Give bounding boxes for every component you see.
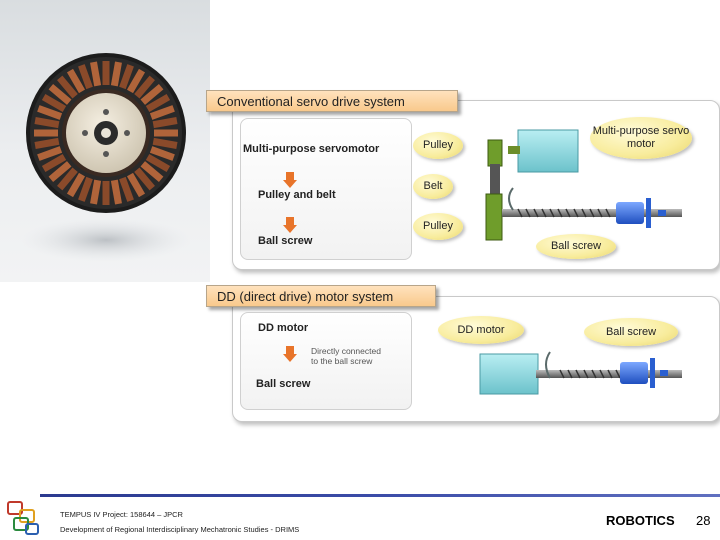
flow-pulley-belt: Pulley and belt (258, 189, 336, 201)
thread-mark (565, 208, 571, 218)
stator-coil (34, 117, 60, 129)
stator-coil (149, 105, 175, 120)
callout-dd-motor: DD motor (438, 316, 524, 344)
dd-note: Directly connected to the ball screw (311, 346, 381, 366)
stator-coil (57, 167, 78, 191)
thread-mark (607, 369, 613, 379)
stator-coil (126, 172, 146, 198)
stator-image (21, 53, 191, 262)
stator-coil (41, 93, 67, 113)
thread-mark (549, 208, 555, 218)
ball-screw-nut (616, 202, 644, 224)
stator-coil (37, 105, 63, 120)
flow-arrow-icon (283, 217, 297, 233)
stator-coil (110, 179, 122, 205)
thread-mark (583, 369, 589, 379)
stator-coil (149, 146, 175, 161)
callout-belt: Belt (413, 174, 453, 199)
thread-mark (575, 369, 581, 379)
bottom-pulley (485, 193, 503, 241)
belt (490, 164, 500, 198)
thread-mark (599, 369, 605, 379)
stator-coil (90, 179, 102, 205)
callout-ball-screw: Ball screw (536, 234, 616, 259)
thread-mark (591, 369, 597, 379)
flow-arrow-icon (283, 346, 297, 362)
servo-motor-body (517, 129, 579, 173)
thread-mark (557, 208, 563, 218)
page-number: 28 (696, 513, 711, 528)
flow-servomotor: Multi-purpose servomotor (243, 143, 380, 155)
flow-arrow-icon (283, 172, 297, 188)
conventional-header: Conventional servo drive system (206, 90, 458, 112)
thread-mark (559, 369, 565, 379)
dd-mechanism-drawing (479, 351, 682, 395)
dd-note-line: Directly connected (311, 346, 381, 356)
flow-ball-screw: Ball screw (258, 235, 313, 247)
stator-coil (119, 176, 134, 202)
callout-servo-motor: Multi-purpose servo motor (590, 117, 692, 159)
stator-coil (145, 153, 171, 173)
stator-coil (78, 64, 93, 90)
stator-coil (41, 153, 67, 173)
thread-mark (605, 208, 611, 218)
dd-motor-body (479, 353, 539, 395)
stator-coil (145, 93, 171, 113)
dd-note-line: to the ball screw (311, 356, 373, 366)
footer-brand: ROBOTICS (606, 513, 675, 528)
thread-mark (517, 208, 523, 218)
tempus-logo-icon (7, 501, 39, 535)
thread-mark (589, 208, 595, 218)
stator-coil (34, 137, 60, 149)
conventional-flow-panel (240, 118, 412, 260)
callout-pulley-top: Pulley (413, 132, 463, 159)
stator-coil (110, 61, 122, 87)
stator-coil (152, 117, 178, 129)
footer-rule (40, 494, 720, 497)
stator-coil (90, 61, 102, 87)
stator-coil (57, 75, 78, 99)
ball-screw-threads (517, 208, 611, 218)
stator-coil (134, 75, 155, 99)
thread-mark (615, 369, 621, 379)
stator-coil (37, 146, 63, 161)
stator-coil (152, 137, 178, 149)
stator-coil (126, 68, 146, 94)
thread-mark (567, 369, 573, 379)
dd-ball-screw-nut (620, 362, 648, 384)
thread-mark (541, 208, 547, 218)
thread-mark (533, 208, 539, 218)
servo-mechanism-drawing (485, 129, 682, 241)
dd-header: DD (direct drive) motor system (206, 285, 436, 307)
dd-ball-screw-threads (559, 369, 621, 379)
stator-coil (140, 161, 164, 182)
dd-ball-screw-shaft (536, 370, 682, 378)
flow-dd-motor: DD motor (258, 322, 309, 334)
footer-program: Development of Regional Interdisciplinar… (60, 525, 300, 534)
stator-coil (134, 167, 155, 191)
stator-coil (48, 161, 72, 182)
callout-dd-ball-screw: Ball screw (584, 318, 678, 346)
thread-mark (573, 208, 579, 218)
stator-coil (78, 176, 93, 202)
top-pulley (487, 139, 503, 167)
thread-mark (597, 208, 603, 218)
stator-coil (66, 172, 86, 198)
footer-project: TEMPUS IV Project: 158644 – JPCR (60, 510, 183, 519)
flow-dd-ball-screw: Ball screw (256, 378, 311, 390)
stator-coil (66, 68, 86, 94)
dd-flow-panel (240, 312, 412, 410)
stator-coil (48, 84, 72, 105)
motor-photo (0, 0, 210, 282)
stator-coil (119, 64, 134, 90)
stator-coil (140, 84, 164, 105)
thread-mark (525, 208, 531, 218)
thread-mark (581, 208, 587, 218)
callout-pulley-bottom: Pulley (413, 213, 463, 240)
